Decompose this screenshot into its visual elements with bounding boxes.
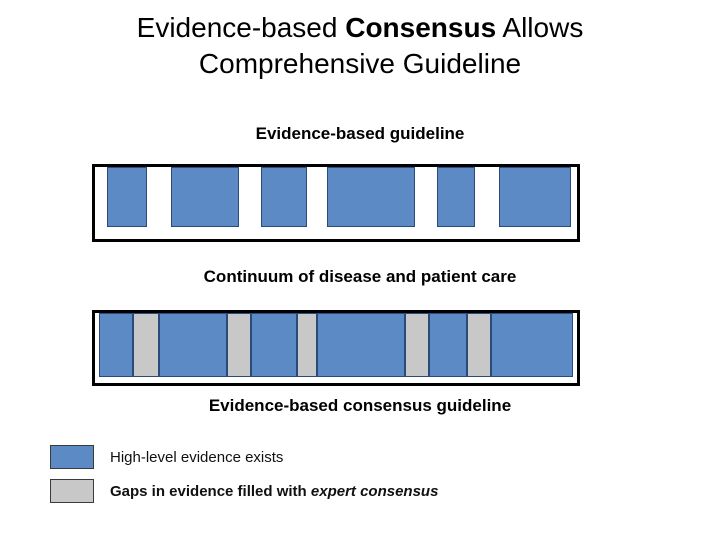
evidence-block: [261, 167, 307, 227]
legend-label-consensus: Gaps in evidence filled with expert cons…: [110, 482, 439, 500]
evidence-block: [99, 313, 133, 377]
caption-evidence-based-consensus-guideline: Evidence-based consensus guideline: [208, 396, 512, 415]
evidence-based-consensus-guideline-bar: [92, 310, 580, 386]
consensus-gap-block: [297, 313, 317, 377]
consensus-gap-block: [405, 313, 429, 377]
evidence-block: [171, 167, 239, 227]
consensus-gap-block: [467, 313, 491, 377]
legend: High-level evidence exists Gaps in evide…: [50, 440, 650, 508]
evidence-block: [317, 313, 405, 377]
title-line1-bold: Consensus: [345, 12, 497, 43]
slide-title: Evidence-based Consensus Allows Comprehe…: [40, 10, 680, 82]
evidence-block: [499, 167, 571, 227]
caption-evidence-based-guideline: Evidence-based guideline: [255, 124, 465, 143]
consensus-gap-block: [133, 313, 159, 377]
legend-swatch-gray-icon: [50, 479, 94, 503]
evidence-block: [159, 313, 227, 377]
legend-item-consensus: Gaps in evidence filled with expert cons…: [50, 474, 650, 508]
consensus-gap-block: [227, 313, 251, 377]
legend-swatch-blue-icon: [50, 445, 94, 469]
title-line1-pre: Evidence-based: [136, 12, 346, 43]
title-line2: Comprehensive Guideline: [198, 47, 522, 79]
caption-continuum-of-care: Continuum of disease and patient care: [203, 267, 517, 286]
legend-label-evidence: High-level evidence exists: [110, 448, 284, 466]
evidence-block: [107, 167, 147, 227]
title-line1-post: Allows: [496, 12, 584, 43]
evidence-block: [429, 313, 467, 377]
evidence-block: [437, 167, 475, 227]
evidence-based-guideline-bar: [92, 164, 580, 242]
evidence-block: [327, 167, 415, 227]
evidence-block: [251, 313, 297, 377]
legend-item-evidence: High-level evidence exists: [50, 440, 650, 474]
evidence-block: [491, 313, 573, 377]
